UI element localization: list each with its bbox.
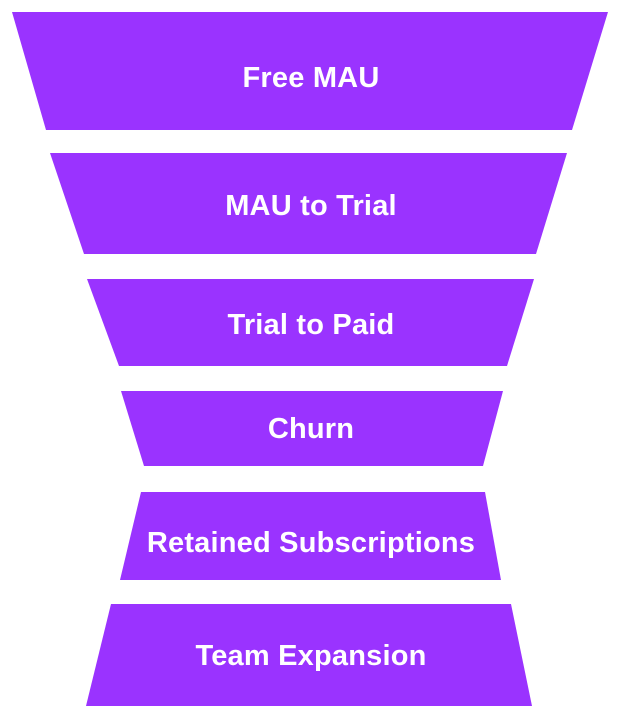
stage-label-trial-to-paid: Trial to Paid [227,309,395,341]
stage-shape-retained-subscriptions [120,492,501,580]
stage-shape-team-expansion [86,604,532,706]
stage-label-mau-to-trial: MAU to Trial [225,190,397,222]
stage-label-churn: Churn [267,413,355,445]
stage-label-team-expansion: Team Expansion [195,640,427,672]
stage-shape-mau-to-trial [50,153,567,254]
stage-label-retained-subscriptions: Retained Subscriptions [146,527,476,559]
stage-shape-churn [121,391,503,466]
stage-shape-trial-to-paid [87,279,534,366]
stage-label-free-mau: Free MAU [242,62,380,94]
stage-shape-free-mau [12,12,608,130]
